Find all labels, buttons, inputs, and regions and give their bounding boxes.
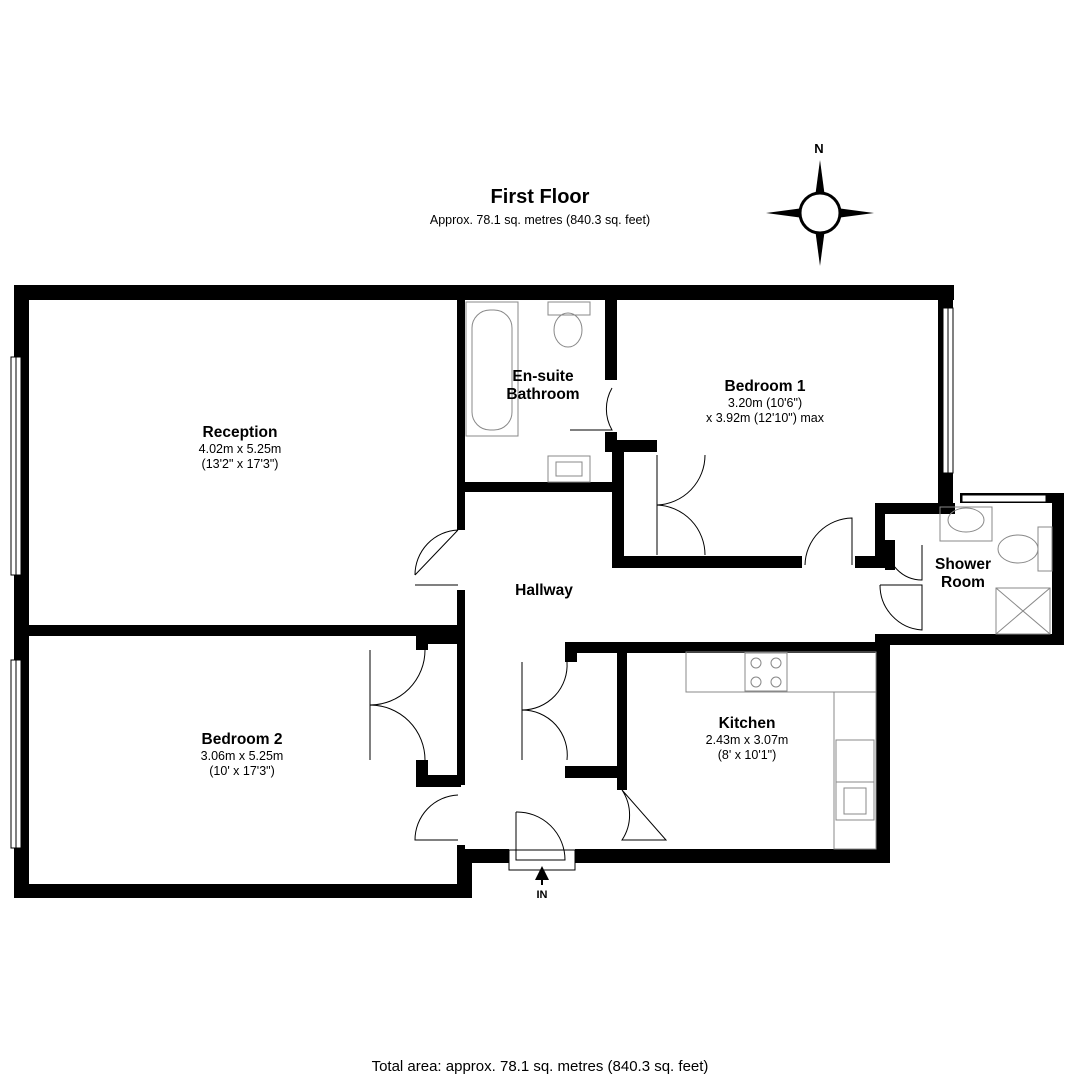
room-dimensions: 2.43m x 3.07m [705,733,789,747]
compass-icon [766,160,874,266]
shower-tray-icon [995,587,1051,635]
room-dimensions: 3.20m (10'6") [727,396,803,410]
entrance-label: IN [537,889,548,901]
toilet-icon [547,301,591,316]
room-dimensions: 3.06m x 5.25m [200,749,284,763]
room-kitchen: Kitchen 2.43m x 3.07m (8' x 10'1") [672,715,822,763]
total-area: Total area: approx. 78.1 sq. metres (840… [371,1058,709,1075]
north-label: N [814,141,823,156]
room-dimensions-imperial: (8' x 10'1") [717,748,777,762]
bath-icon [465,301,519,437]
floor-area: Approx. 78.1 sq. metres (840.3 sq. feet) [429,213,651,227]
room-shower: Shower Room [922,556,1004,592]
windows [10,307,1047,849]
drainer [835,739,875,783]
room-dimensions: 4.02m x 5.25m [198,442,282,456]
fixtures [465,301,1053,850]
worktop [685,651,877,693]
shower-toilet-icon [1037,526,1053,572]
room-dimensions-max: x 3.92m (12'10") max [706,411,824,425]
floor-title: First Floor [490,186,590,208]
room-ensuite: En-suite Bathroom [488,368,598,404]
room-name: Hallway [515,582,573,599]
room-dimensions-imperial: (10' x 17'3") [209,764,275,778]
room-name-line2: Bathroom [506,386,580,403]
room-name: Kitchen [718,715,776,732]
room-bedroom2: Bedroom 2 3.06m x 5.25m (10' x 17'3") [152,731,332,779]
room-bedroom1: Bedroom 1 3.20m (10'6") x 3.92m (12'10")… [670,378,860,426]
room-name: Shower [935,556,991,573]
room-name: Bedroom 1 [724,378,806,395]
sink-icon [835,781,875,821]
room-hallway: Hallway [494,582,594,600]
room-name: En-suite [512,368,574,385]
entrance-arrow-icon [535,866,549,885]
shower-basin-icon [939,506,993,542]
room-name: Reception [202,424,278,441]
hob-icon [744,652,788,692]
room-name: Bedroom 2 [201,731,283,748]
room-reception: Reception 4.02m x 5.25m (13'2" x 17'3") [150,424,330,472]
basin-icon [547,455,591,483]
room-name-line2: Room [941,574,985,591]
room-dimensions-imperial: (13'2" x 17'3") [201,457,279,471]
